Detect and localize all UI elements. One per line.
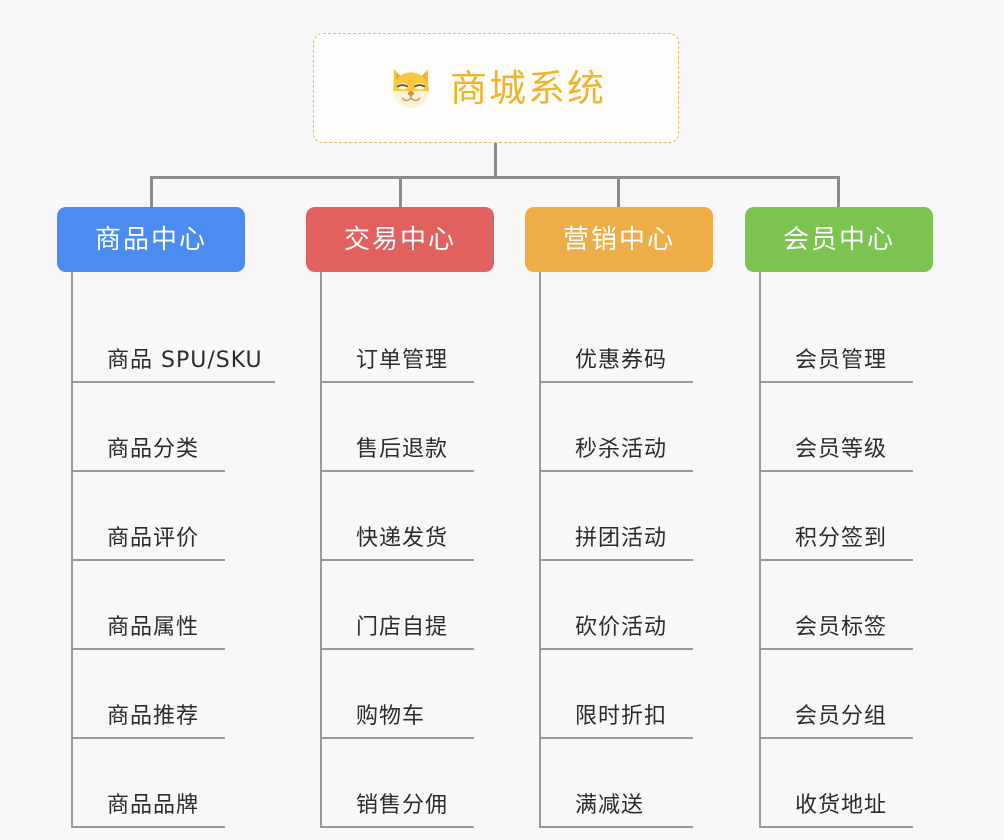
category-column-4: 会员中心 会员管理 会员等级 积分签到 会员标签 会员分组 收货地址 (745, 207, 933, 828)
category-header-label-3: 营销中心 (562, 224, 675, 255)
list-item[interactable]: 商品推荐 (57, 650, 245, 739)
list-item[interactable]: 商品 SPU/SKU (57, 294, 275, 383)
list-item[interactable]: 秒杀活动 (525, 383, 713, 472)
shiba-dog-icon (393, 69, 429, 109)
category-column-2: 交易中心 订单管理 售后退款 快递发货 门店自提 购物车 销售分佣 (306, 207, 494, 828)
leaf-label: 会员标签 (795, 614, 888, 640)
list-item[interactable]: 优惠券码 (525, 294, 713, 383)
list-item[interactable]: 砍价活动 (525, 561, 713, 650)
leaf-label: 会员管理 (795, 347, 888, 373)
leaf-label: 砍价活动 (575, 614, 668, 640)
leaf-label: 门店自提 (356, 614, 449, 640)
list-item[interactable]: 收货地址 (745, 739, 933, 828)
leaf-list-3: 优惠券码 秒杀活动 拼团活动 砍价活动 限时折扣 满减送 (525, 272, 713, 828)
list-item[interactable]: 销售分佣 (306, 739, 494, 828)
leaf-label: 限时折扣 (575, 703, 668, 729)
leaf-list-2: 订单管理 售后退款 快递发货 门店自提 购物车 销售分佣 (306, 272, 494, 828)
list-item[interactable]: 快递发货 (306, 472, 494, 561)
category-header-1[interactable]: 商品中心 (57, 207, 245, 272)
category-header-label-1: 商品中心 (94, 224, 207, 255)
leaf-label: 订单管理 (356, 347, 449, 373)
connector-drop-1 (150, 176, 153, 209)
connector-horizontal-bus (150, 176, 840, 179)
list-item[interactable]: 会员分组 (745, 650, 933, 739)
connector-drop-4 (837, 176, 840, 209)
list-item[interactable]: 商品分类 (57, 383, 245, 472)
list-item[interactable]: 积分签到 (745, 472, 933, 561)
leaf-label: 满减送 (575, 792, 645, 818)
leaf-label: 商品评价 (107, 525, 200, 551)
list-item[interactable]: 限时折扣 (525, 650, 713, 739)
list-item[interactable]: 商品品牌 (57, 739, 245, 828)
leaf-label: 拼团活动 (575, 525, 668, 551)
leaf-label: 会员分组 (795, 703, 888, 729)
leaf-label: 商品分类 (107, 436, 200, 462)
category-column-3: 营销中心 优惠券码 秒杀活动 拼团活动 砍价活动 限时折扣 满减送 (525, 207, 713, 828)
leaf-label: 商品属性 (107, 614, 200, 640)
root-node[interactable]: 商城系统 (313, 33, 679, 143)
category-header-label-2: 交易中心 (343, 224, 456, 255)
leaf-list-1: 商品 SPU/SKU 商品分类 商品评价 商品属性 商品推荐 商品品牌 (57, 272, 275, 828)
list-item[interactable]: 拼团活动 (525, 472, 713, 561)
connector-drop-3 (617, 176, 620, 209)
root-title: 商城系统 (450, 66, 606, 110)
leaf-label: 购物车 (356, 703, 426, 729)
list-item[interactable]: 会员标签 (745, 561, 933, 650)
list-item[interactable]: 满减送 (525, 739, 713, 828)
list-item[interactable]: 售后退款 (306, 383, 494, 472)
spine-line-2 (320, 272, 322, 828)
leaf-label: 优惠券码 (575, 347, 668, 373)
connector-drop-2 (399, 176, 402, 209)
list-item[interactable]: 会员管理 (745, 294, 933, 383)
leaf-label: 销售分佣 (356, 792, 449, 818)
list-item[interactable]: 商品评价 (57, 472, 245, 561)
leaf-label: 秒杀活动 (575, 436, 668, 462)
leaf-label: 会员等级 (795, 436, 888, 462)
leaf-label: 商品 SPU/SKU (107, 347, 263, 373)
connector-root-stem (494, 143, 497, 178)
list-item[interactable]: 门店自提 (306, 561, 494, 650)
leaf-label: 商品品牌 (107, 792, 200, 818)
leaf-label: 售后退款 (356, 436, 449, 462)
list-item[interactable]: 会员等级 (745, 383, 933, 472)
leaf-label: 收货地址 (795, 792, 888, 818)
category-header-label-4: 会员中心 (782, 224, 895, 255)
category-header-3[interactable]: 营销中心 (525, 207, 713, 272)
list-item[interactable]: 订单管理 (306, 294, 494, 383)
leaf-list-4: 会员管理 会员等级 积分签到 会员标签 会员分组 收货地址 (745, 272, 933, 828)
spine-line-1 (71, 272, 73, 828)
category-column-1: 商品中心 商品 SPU/SKU 商品分类 商品评价 商品属性 商品推荐 商品品牌 (57, 207, 275, 828)
category-header-2[interactable]: 交易中心 (306, 207, 494, 272)
leaf-label: 快递发货 (356, 525, 449, 551)
leaf-label: 积分签到 (795, 525, 888, 551)
leaf-label: 商品推荐 (107, 703, 200, 729)
spine-line-4 (759, 272, 761, 828)
list-item[interactable]: 购物车 (306, 650, 494, 739)
category-header-4[interactable]: 会员中心 (745, 207, 933, 272)
spine-line-3 (539, 272, 541, 828)
list-item[interactable]: 商品属性 (57, 561, 245, 650)
